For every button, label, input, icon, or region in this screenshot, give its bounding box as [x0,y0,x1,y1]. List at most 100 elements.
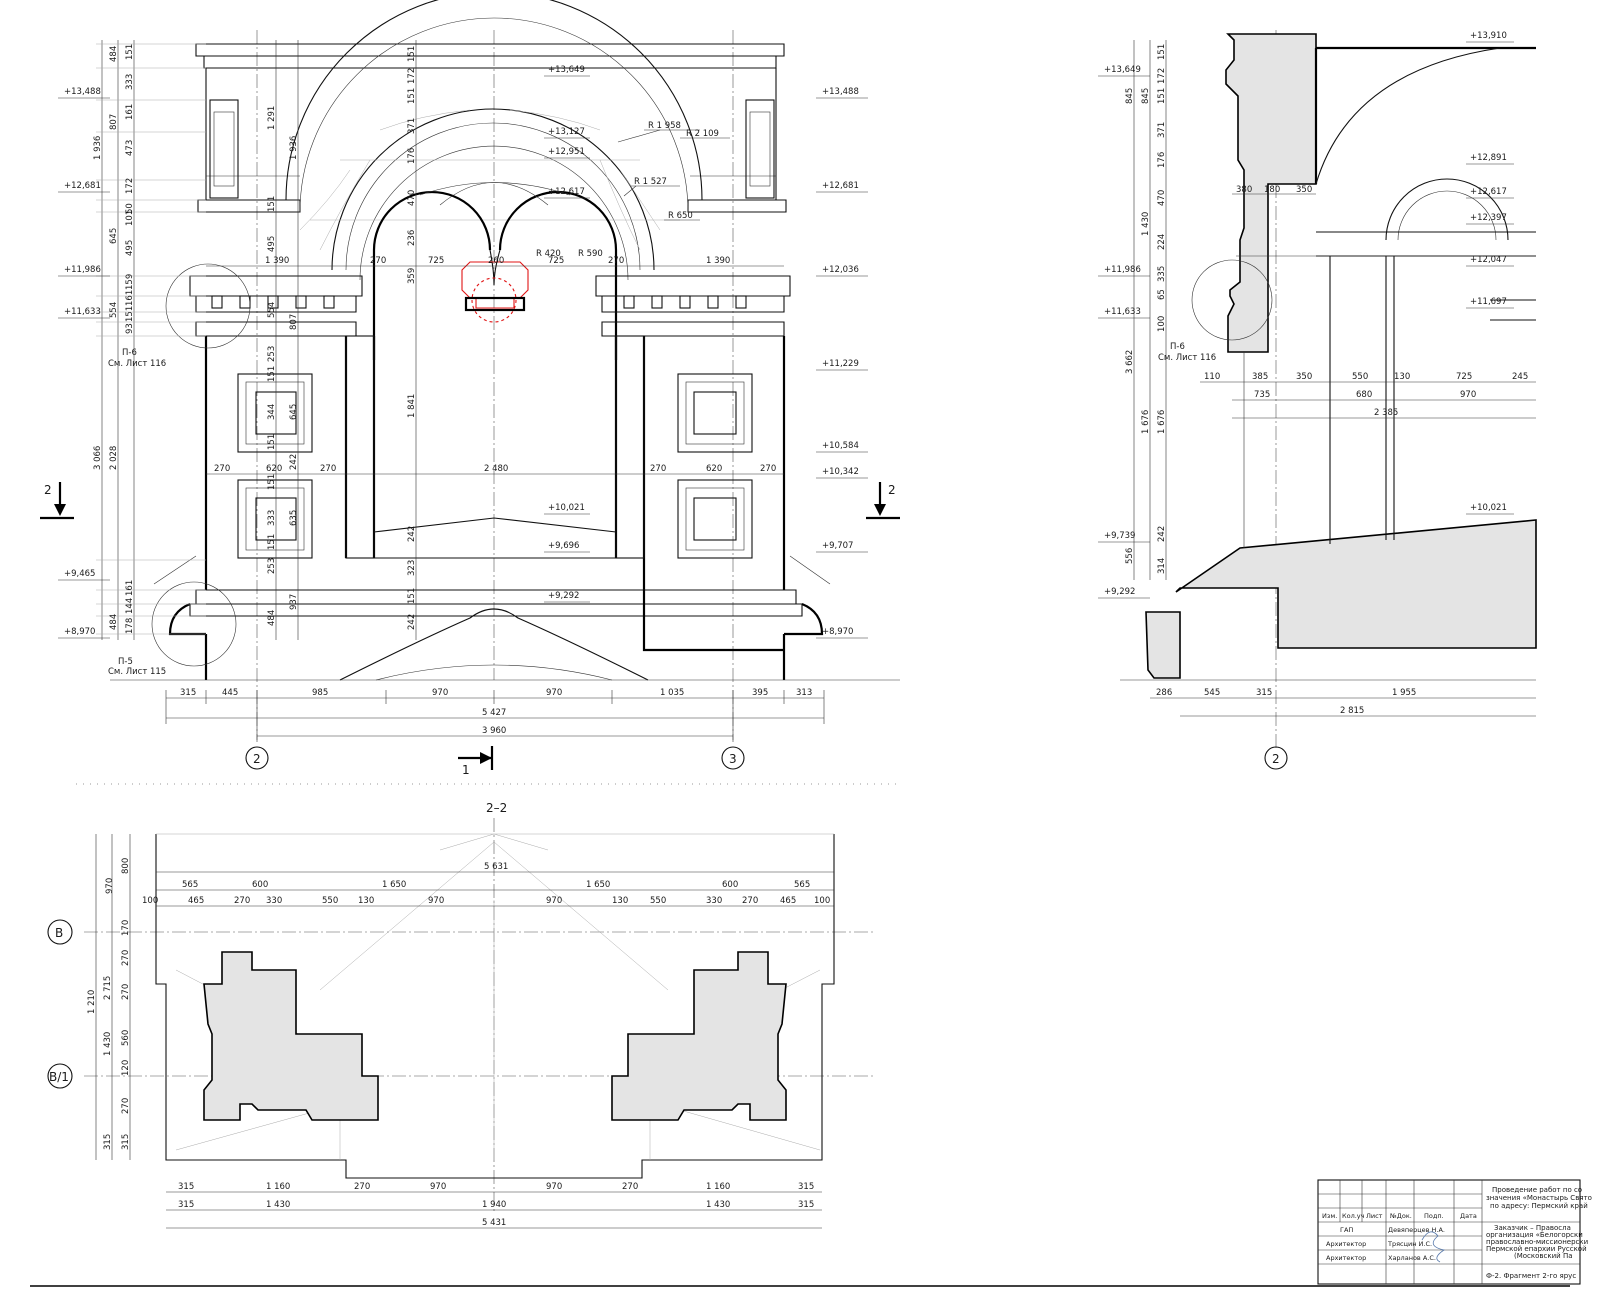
dim-text: 380 [1236,185,1252,195]
dim-text: 93 [125,323,135,334]
plan-bottom-row2: 315 1 430 1 940 1 430 315 [178,1200,814,1210]
dim-text: 473 [125,140,135,156]
dim-text: 100 [142,896,158,906]
tb-project-line: значения «Монастырь Свято [1486,1194,1592,1202]
dim-text: 151 [407,588,417,604]
dim-text: 725 [1456,372,1472,382]
dim-text: 495 [267,236,277,252]
dim-text: 600 [722,880,738,890]
dim-text: 144 [125,598,135,614]
dim-text: 970 [105,878,115,894]
dim-text: 680 [1356,390,1372,400]
level-mark: +8,970 [822,627,853,637]
level-mark: +12,951 [548,147,585,157]
section-levels-right: +13,910 +12,891 +12,617 +12,397 +12,047 … [1466,31,1514,515]
dim-text: 130 [612,896,628,906]
dim-text: 807 [289,314,299,330]
dim-text: 550 [322,896,338,906]
facade-radii: R 1 958 R 2 109 R 1 527 R 650 R 420 R 59… [536,121,730,259]
dim-text: 495 [125,240,135,256]
tb-sheet-title: Ф-2. Фрагмент 2-го ярус [1486,1272,1576,1280]
level-mark: +11,229 [822,359,859,369]
dim-text: 151 [407,46,417,62]
dim-text: 270 [760,464,776,474]
dim-text: 560 [121,1030,131,1046]
dim-text: 172 [407,68,417,84]
tb-role: Архитектор [1326,1254,1366,1262]
level-mark: +10,342 [822,467,859,477]
dim-text: 1 390 [706,256,730,266]
tb-header: Изм. [1322,1212,1337,1220]
callout-p6-ref: См. Лист 116 [108,359,166,369]
dim-text: 323 [407,560,417,576]
dim-text: 545 [1204,688,1220,698]
tb-customer-line: православно-миссионерски [1486,1238,1588,1246]
radius-label: R 650 [668,211,693,221]
dim-text: 313 [796,688,812,698]
dim-text: 100 [1157,316,1167,332]
level-mark: +10,021 [548,503,585,513]
dim-text: 236 [407,230,417,246]
dim-text: 484 [267,610,277,626]
dim-text: 315 [1256,688,1272,698]
dim-text: 176 [407,148,417,164]
signature-mark [1421,1231,1446,1263]
dim-text: 242 [407,526,417,542]
dim-text: 161 [125,104,135,120]
dim-text: 1 430 [103,1032,113,1056]
dim-text: 1 430 [266,1200,290,1210]
radius-label: R 1 527 [634,177,667,187]
radius-label: R 2 109 [686,129,719,139]
section-vertical-outer: 845 3 662 556 [1125,88,1135,564]
dim-text: 245 [1512,372,1528,382]
level-mark: +13,488 [822,87,859,97]
dim-text: 800 [121,858,131,874]
dim-text: 735 [1254,390,1270,400]
dim-text: 100 [814,896,830,906]
axis-bubble-2: 2 [1272,752,1280,766]
dim-text: 1 035 [660,688,684,698]
dim-text: 270 [121,950,131,966]
dim-text: 130 [1394,372,1410,382]
level-mark: +12,036 [822,265,859,275]
dim-text: 1 291 [267,106,277,130]
dim-text: 161 [125,290,135,306]
section-cut-1: 1 [462,763,470,777]
level-mark: +11,697 [1470,297,1507,307]
tb-header: Кол.уч [1342,1212,1365,1220]
dim-text: 161 [125,580,135,596]
facade-bottom-dims: 315 445 985 970 970 1 035 395 313 5 427 … [180,688,812,736]
facade-elevation: П-6 См. Лист 116 П-5 См. Лист 115 1 936 [40,0,900,785]
level-mark: +11,633 [1104,307,1141,317]
level-mark: +12,617 [1470,187,1507,197]
facade-top-dims: 1 390 270 725 260 725 270 1 390 [265,256,730,266]
title-block-headers: Изм. Кол.уч Лист №Док. Подп. Дата [1322,1212,1477,1220]
dim-text: 371 [1157,122,1167,138]
dim-text: 1 390 [265,256,289,266]
dim-text: 470 [1157,190,1167,206]
plan-vertical-inner: 800 170 270 270 560 120 270 315 [121,858,131,1150]
tb-customer-line: Заказчик – Правосла [1494,1224,1571,1232]
tb-header: Подп. [1424,1212,1444,1220]
dim-text: 2 715 [103,976,113,1000]
level-mark: +11,986 [1104,265,1141,275]
level-mark: +12,617 [548,187,585,197]
tb-customer-line: организация «Белогорски [1486,1231,1583,1239]
level-mark: +12,681 [822,181,859,191]
dim-text: 2 480 [484,464,508,474]
dim-text: 985 [312,688,328,698]
dim-text: 270 [354,1182,370,1192]
dim-text: 970 [546,688,562,698]
dim-text: 1 210 [87,990,97,1014]
dim-text: 170 [121,920,131,936]
axis-bubble-v1: В/1 [49,1070,69,1084]
level-mark: +9,707 [822,541,853,551]
dim-text: 1 430 [1141,212,1151,236]
facade-left-vertical-mid: 484 807 645 554 2 028 484 [109,46,119,630]
dim-text: 445 [222,688,238,698]
tb-name: Девяперцев Н.А. [1388,1226,1445,1234]
dim-text: 350 [1296,185,1312,195]
dim-text: 371 [407,118,417,134]
dim-text: 151 [125,306,135,322]
